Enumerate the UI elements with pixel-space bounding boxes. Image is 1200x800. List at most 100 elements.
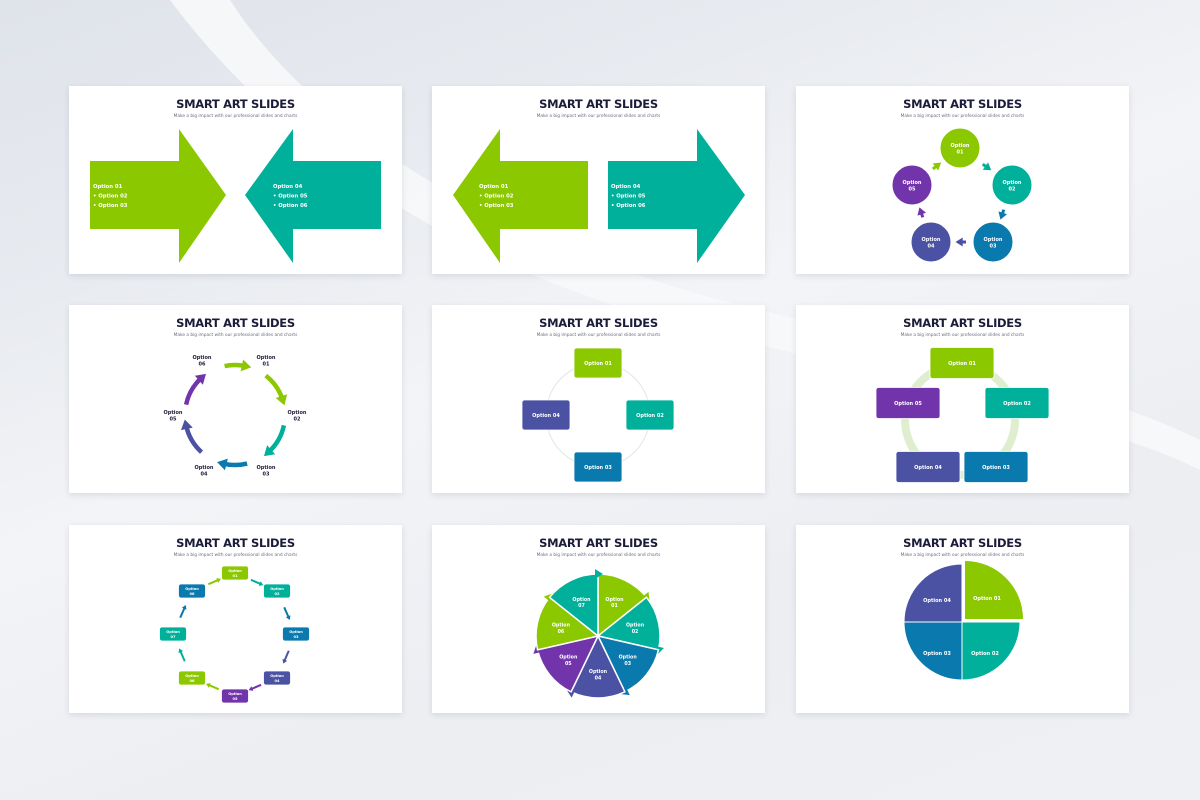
- option-label-line: Option: [951, 143, 970, 149]
- connector-line: [250, 683, 262, 691]
- slide-title: SMART ART SLIDES: [176, 536, 295, 550]
- option-label: Option 03: [982, 465, 1010, 471]
- slide-canvas: SMART ART SLIDES Make a big impact with o…: [90, 97, 381, 263]
- option-label-line: Option: [572, 597, 591, 603]
- slide-canvas: SMART ART SLIDES Make a big impact with o…: [159, 536, 310, 704]
- left-arrow-shape: [453, 129, 588, 263]
- option-label-line: Option: [257, 355, 276, 361]
- option-box: [159, 626, 187, 642]
- option-label-line: 05: [232, 697, 238, 701]
- option-label-line: 05: [909, 187, 916, 193]
- arrowhead-icon: [178, 648, 184, 654]
- option-label: Option 01: [93, 184, 123, 190]
- option-label-line: 06: [199, 362, 206, 368]
- option-label: Option 02: [636, 413, 664, 419]
- arrowhead-icon: [982, 162, 992, 171]
- connector-line: [207, 578, 220, 586]
- option-label-line: Option: [195, 465, 214, 471]
- slide-subtitle: Make a big impact with our professional …: [174, 552, 298, 558]
- option-box: [625, 399, 675, 431]
- option-label: • Option 05: [611, 194, 646, 200]
- right-arrow-shape: [90, 129, 226, 263]
- option-label-line: Option: [288, 410, 307, 416]
- option-label: Option 04: [273, 184, 303, 190]
- arrowhead-icon: [206, 683, 211, 688]
- option-box: [573, 451, 623, 483]
- slide-box-octagon[interactable]: SMART ART SLIDES Make a big impact with o…: [69, 525, 402, 713]
- option-label-line: Option: [1003, 180, 1022, 186]
- option-label: Option 01: [948, 361, 976, 367]
- option-label: Option 02: [1003, 401, 1031, 407]
- option-label-line: 04: [595, 675, 602, 681]
- option-label: Option 04: [532, 413, 560, 419]
- arrowhead-icon: [955, 237, 963, 247]
- slide-title: SMART ART SLIDES: [176, 97, 295, 111]
- option-label-line: Option: [185, 674, 199, 678]
- arrowhead-icon: [181, 605, 187, 610]
- option-label-line: 05: [170, 417, 177, 423]
- option-box: [178, 670, 206, 686]
- option-label-line: 01: [263, 362, 270, 368]
- arrowhead-icon: [275, 394, 288, 406]
- slide-subtitle: Make a big impact with our professional …: [537, 552, 661, 558]
- ring-arc: [183, 376, 204, 406]
- connector-line: [207, 683, 220, 691]
- option-label-line: Option: [605, 597, 624, 603]
- option-circle: [891, 164, 933, 206]
- option-circle: [910, 221, 952, 263]
- ring-arc: [183, 424, 204, 454]
- connector-line: [179, 606, 186, 619]
- option-label-line: 02: [274, 592, 280, 596]
- connector-line: [179, 650, 186, 662]
- connector-line: [250, 578, 262, 586]
- option-box: [263, 583, 291, 599]
- option-label: • Option 06: [611, 203, 646, 209]
- slide-converging-arrows[interactable]: SMART ART SLIDES Make a big impact with o…: [69, 86, 402, 274]
- slide-title: SMART ART SLIDES: [539, 316, 658, 330]
- option-label: • Option 05: [273, 194, 308, 200]
- arrowhead-icon: [248, 686, 254, 691]
- option-box: [521, 399, 571, 431]
- option-label: Option 04: [611, 184, 641, 190]
- slide-subtitle: Make a big impact with our professional …: [174, 113, 298, 119]
- option-label-line: Option: [984, 237, 1003, 243]
- arrowhead-icon: [285, 615, 291, 620]
- pie-slice: [965, 561, 1023, 619]
- option-box: [282, 626, 310, 642]
- option-label-line: Option: [589, 669, 608, 675]
- arrowhead-icon: [216, 578, 221, 583]
- arrowhead-icon: [180, 419, 193, 431]
- option-label: Option 03: [584, 465, 612, 471]
- option-label: Option 01: [973, 596, 1001, 602]
- option-label-line: 01: [957, 150, 964, 156]
- option-label-line: 02: [1009, 187, 1016, 193]
- ring-arc: [264, 373, 285, 401]
- option-label-line: Option: [552, 623, 571, 629]
- option-label: Option 01: [479, 184, 509, 190]
- option-box: [221, 565, 249, 581]
- option-label-line: Option: [289, 630, 303, 634]
